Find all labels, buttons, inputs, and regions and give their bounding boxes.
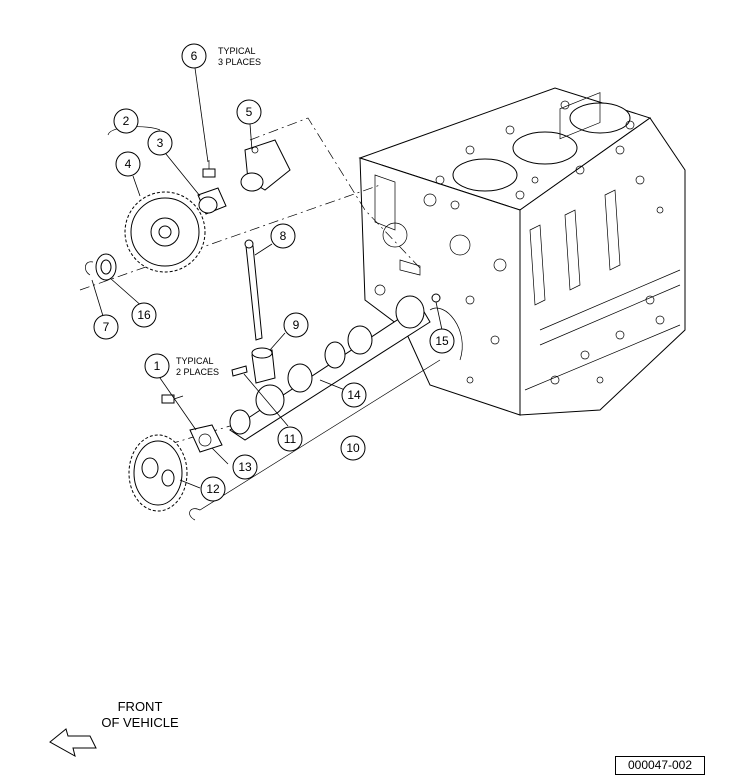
bolt-lower: [161, 394, 184, 404]
callout-6: 6: [181, 43, 207, 69]
idler-shaft: [240, 139, 291, 192]
callout-5: 5: [236, 99, 262, 125]
callout-9: 9: [283, 312, 309, 338]
svg-text:9: 9: [293, 318, 300, 332]
key: [231, 365, 248, 377]
bolt-upper: [202, 160, 216, 178]
o-ring: [431, 293, 441, 303]
callout-12: 12: [200, 476, 226, 502]
tappet: [251, 347, 276, 384]
callout-16: 16: [131, 302, 157, 328]
svg-text:7: 7: [103, 320, 110, 334]
svg-text:11: 11: [284, 432, 297, 446]
callout-15: 15: [429, 328, 455, 354]
callout-1: 1: [144, 353, 170, 379]
svg-text:3 PLACES: 3 PLACES: [218, 57, 261, 67]
svg-text:10: 10: [346, 441, 360, 455]
svg-text:2: 2: [123, 114, 130, 128]
svg-text:15: 15: [435, 334, 449, 348]
svg-text:12: 12: [206, 482, 220, 496]
camshaft: [229, 295, 431, 441]
svg-text:2 PLACES: 2 PLACES: [176, 367, 219, 377]
push-rod: [244, 239, 263, 341]
svg-text:6: 6: [191, 49, 198, 63]
svg-text:14: 14: [347, 388, 361, 402]
note-typical-3-places: TYPICAL 3 PLACES: [218, 46, 261, 67]
svg-text:4: 4: [125, 157, 132, 171]
callout-4: 4: [115, 151, 141, 177]
snap-ring: [84, 261, 94, 276]
callout-8: 8: [270, 223, 296, 249]
leader-lines: [91, 67, 443, 489]
engine-block: [358, 87, 686, 416]
front-of-vehicle-label: FRONT OF VEHICLE: [101, 699, 179, 730]
svg-text:5: 5: [246, 105, 253, 119]
cam-gear: [128, 434, 188, 512]
callout-11: 11: [277, 426, 303, 452]
callout-13: 13: [232, 454, 258, 480]
front-direction-arrow-icon: [49, 728, 97, 758]
svg-text:8: 8: [280, 229, 287, 243]
svg-text:TYPICAL: TYPICAL: [218, 46, 256, 56]
svg-text:3: 3: [157, 136, 164, 150]
thrust-plate: [189, 424, 223, 453]
callout-3: 3: [147, 130, 173, 156]
svg-text:16: 16: [137, 308, 151, 322]
figure-id-label: 000047-002: [615, 756, 705, 775]
callout-10: 10: [340, 435, 366, 461]
callout-2: 2: [113, 108, 139, 134]
svg-text:13: 13: [238, 460, 252, 474]
svg-text:1: 1: [154, 359, 161, 373]
svg-text:TYPICAL: TYPICAL: [176, 356, 214, 366]
idler-gear-upper: [124, 191, 206, 273]
thrust-washer: [95, 253, 117, 281]
bushing: [197, 187, 227, 215]
callout-14: 14: [341, 382, 367, 408]
note-typical-2-places: TYPICAL 2 PLACES: [176, 356, 219, 377]
callout-7: 7: [93, 314, 119, 340]
